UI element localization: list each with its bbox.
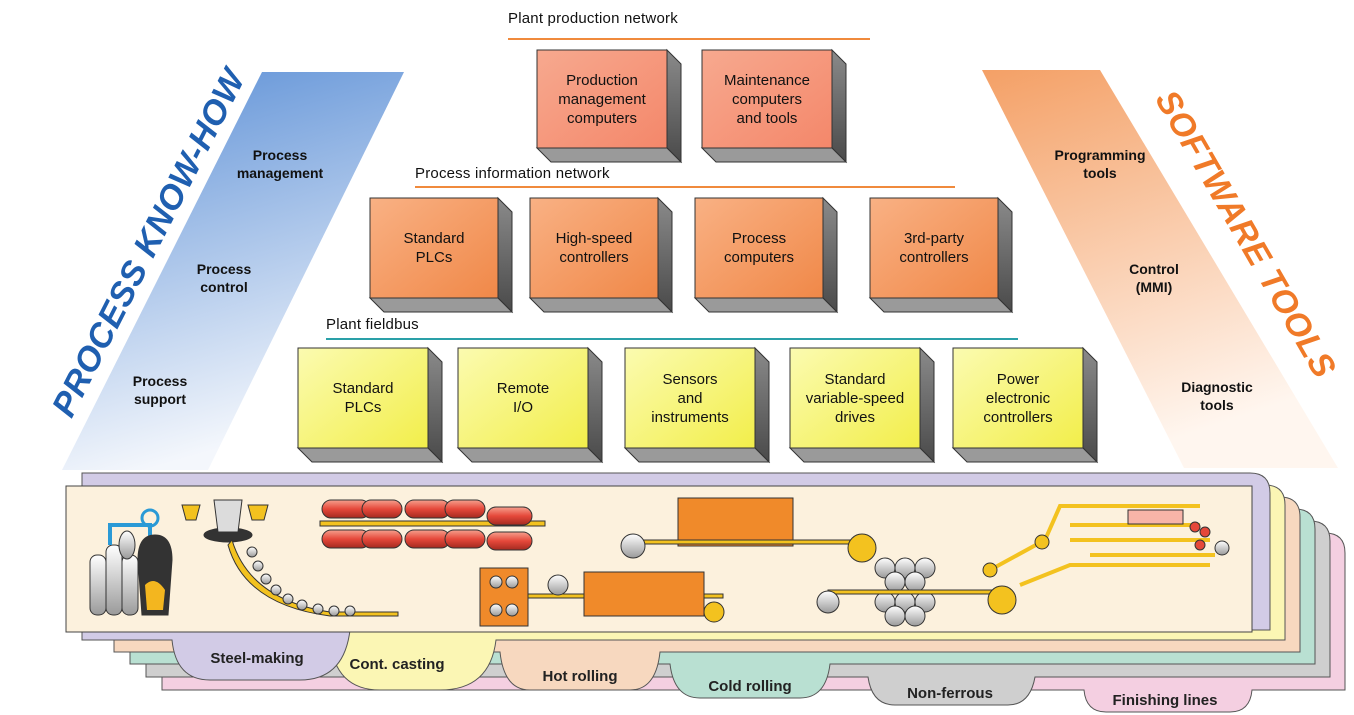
tab-cont-casting: Cont. casting [349,656,445,673]
box-label: Maintenance computers and tools [724,71,810,127]
tab-finishing-lines: Finishing lines [1112,692,1218,709]
box-front-face [536,49,668,149]
box-bottom-face [456,447,604,463]
box-front-face [624,347,756,449]
box-shape [951,346,1099,464]
software-item-programming: Programming tools [1054,147,1146,181]
box-bottom-face [693,297,839,313]
box-bottom-face [535,147,683,163]
box-label: Standard PLCs [403,230,465,266]
knowhow-item-control: Process control [196,261,252,295]
box-front-face [869,197,999,299]
network-line-fieldbus [326,338,1018,340]
box-front-face [952,347,1084,449]
box-side-face [919,346,935,464]
box-side-face [997,196,1013,314]
box-label: Remote I/O [496,380,550,416]
network-label-fieldbus: Plant fieldbus [326,316,419,333]
box-front-face [369,197,499,299]
box-shape [456,346,604,464]
tab-cold-rolling: Cold rolling [708,678,792,695]
box-shape [700,48,848,164]
box-bottom-face [528,297,674,313]
box-front-face [457,347,589,449]
knowhow-item-support: Process support [132,373,188,407]
knowhow-item-management: Process management [236,147,324,181]
software-item-control: Control (MMI) [1129,261,1179,295]
casting-rollers [246,546,356,617]
box-shape [528,196,674,314]
box-front-face [529,197,659,299]
software-tools-band [982,70,1338,468]
cold-rolling-illustration [620,497,1017,627]
box-label: High-speed controllers [555,230,633,266]
steelmaking-illustration [89,508,173,616]
box-label: Sensors and instruments [651,370,729,426]
box-side-face [497,196,513,314]
hot-rolling-illustration [319,499,725,627]
finishing-lines-illustration [982,504,1230,587]
network-label-information: Process information network [415,165,610,182]
box-side-face [822,196,838,314]
box-bottom-face [868,297,1014,313]
tab-non-ferrous: Non-ferrous [907,685,993,702]
box-bottom-face [368,297,514,313]
box-shape [693,196,839,314]
box-shape [535,48,683,164]
network-line-production [508,38,870,40]
tab-hot-rolling: Hot rolling [542,668,618,685]
box-shape [296,346,444,464]
box-bottom-face [296,447,444,463]
box-side-face [666,48,682,164]
box-shape [788,346,936,464]
box-front-face [297,347,429,449]
network-label-production: Plant production network [508,10,678,27]
box-side-face [587,346,603,464]
box-front-face [789,347,921,449]
box-label: Standard variable-speed drives [805,370,905,426]
casting-illustration [181,499,399,617]
box-label: Power electronic controllers [983,370,1053,426]
box-shape [868,196,1014,314]
box-bottom-face [700,147,848,163]
box-side-face [1082,346,1098,464]
box-side-face [754,346,770,464]
box-label: Process computers [723,230,795,266]
tab-steel-making: Steel-making [210,650,304,667]
box-side-face [831,48,847,164]
cold-rolling-stack [874,557,936,627]
box-bottom-face [951,447,1099,463]
network-line-information [415,186,955,188]
software-item-diagnostic: Diagnostic tools [1181,379,1253,413]
box-side-face [427,346,443,464]
box-shape [623,346,771,464]
process-knowhow-band [62,72,404,470]
box-side-face [657,196,673,314]
box-front-face [701,49,833,149]
box-label: 3rd-party controllers [899,230,969,266]
process-illustrations [89,497,1230,627]
box-label: Standard PLCs [332,380,394,416]
box-bottom-face [623,447,771,463]
box-label: Production management computers [558,71,646,127]
box-shape [368,196,514,314]
box-front-face [694,197,824,299]
box-bottom-face [788,447,936,463]
